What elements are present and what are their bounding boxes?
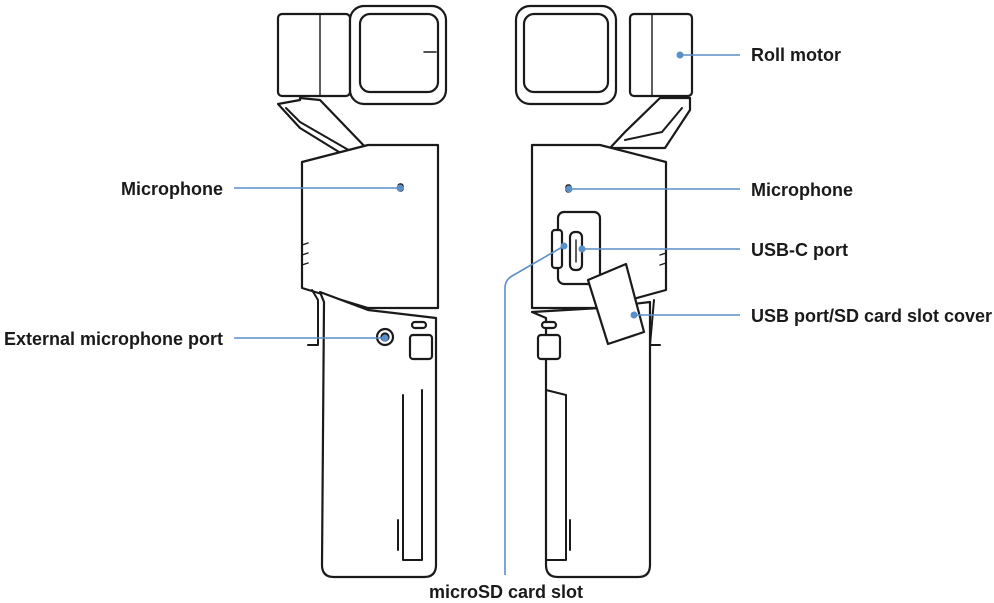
label-microphone-left: Microphone (121, 179, 223, 199)
label-usb-c-port: USB-C port (751, 240, 848, 260)
device-right (514, 4, 694, 579)
label-microphone-right: Microphone (751, 180, 853, 200)
label-external-mic-port: External microphone port (4, 329, 223, 349)
leader-lines (234, 51, 740, 575)
device-left (276, 4, 448, 579)
label-usb-sd-cover: USB port/SD card slot cover (751, 306, 992, 326)
label-roll-motor: Roll motor (751, 45, 841, 65)
label-microsd-slot: microSD card slot (429, 582, 583, 602)
